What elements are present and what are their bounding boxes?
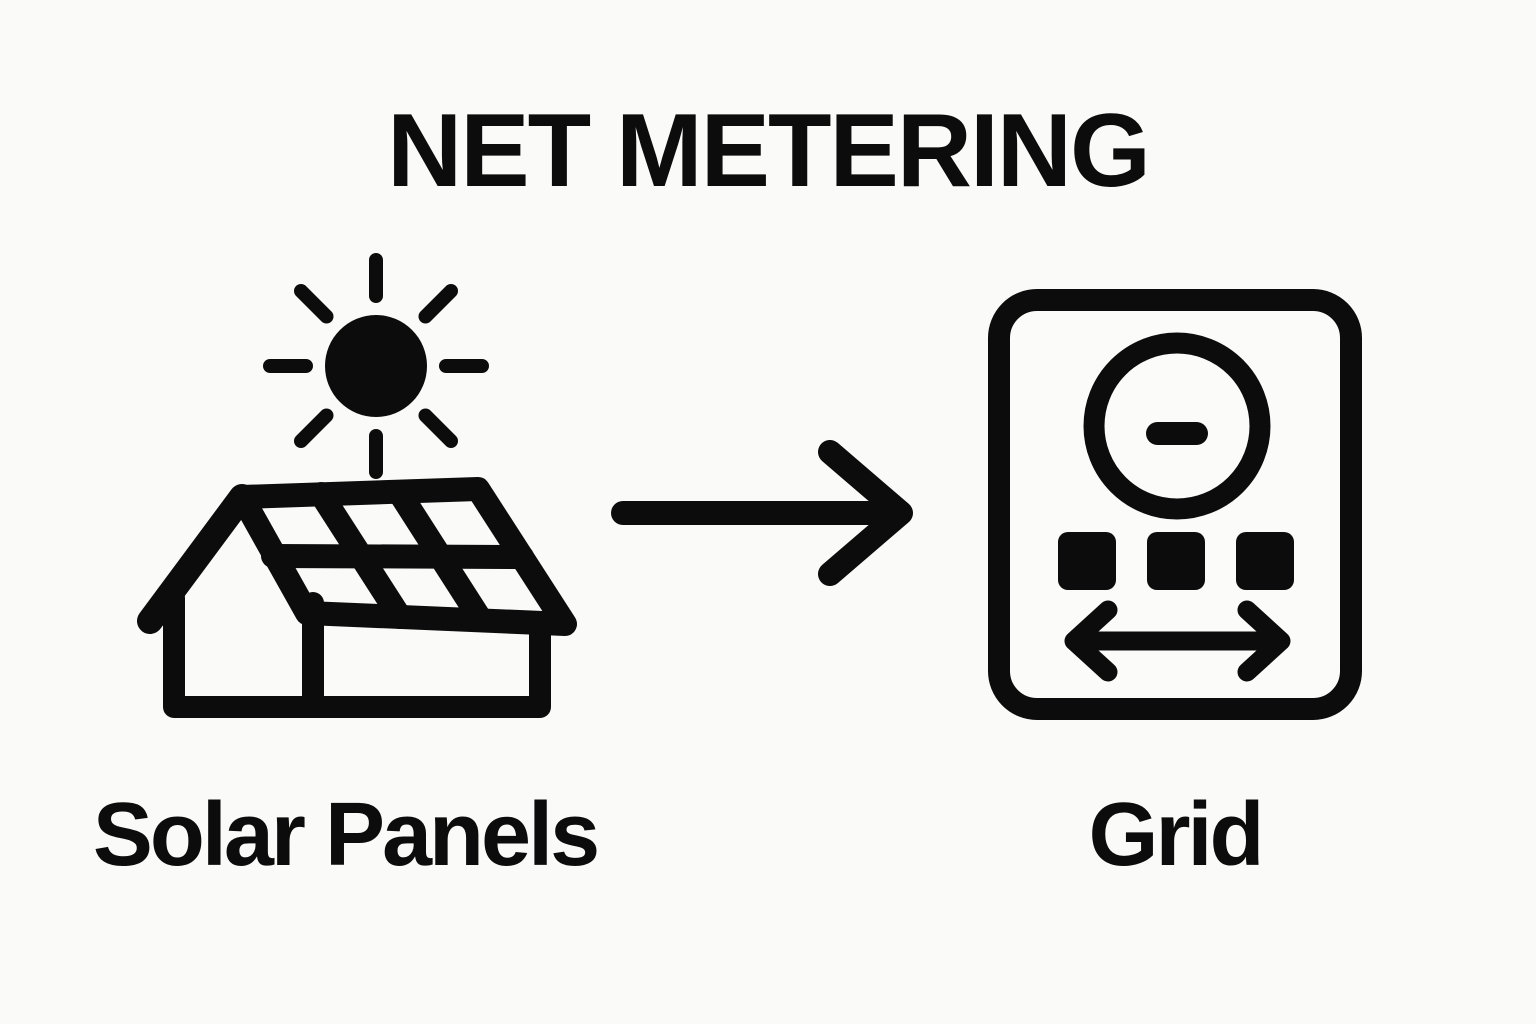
house-with-solar-roof-icon bbox=[137, 477, 577, 718]
sun-icon bbox=[263, 253, 489, 479]
target-label: Grid bbox=[1088, 785, 1264, 885]
right-arrow-icon bbox=[611, 440, 913, 586]
meter-display-segments bbox=[1058, 532, 1294, 590]
solar-house-with-sun-icon bbox=[137, 253, 577, 718]
meter-dial-icon bbox=[1083, 332, 1271, 520]
source-label: Solar Panels bbox=[92, 785, 600, 885]
bidirectional-arrow-icon bbox=[1064, 600, 1291, 682]
electric-meter-icon bbox=[988, 289, 1362, 720]
diagram-title: NET METERING bbox=[387, 93, 1151, 209]
